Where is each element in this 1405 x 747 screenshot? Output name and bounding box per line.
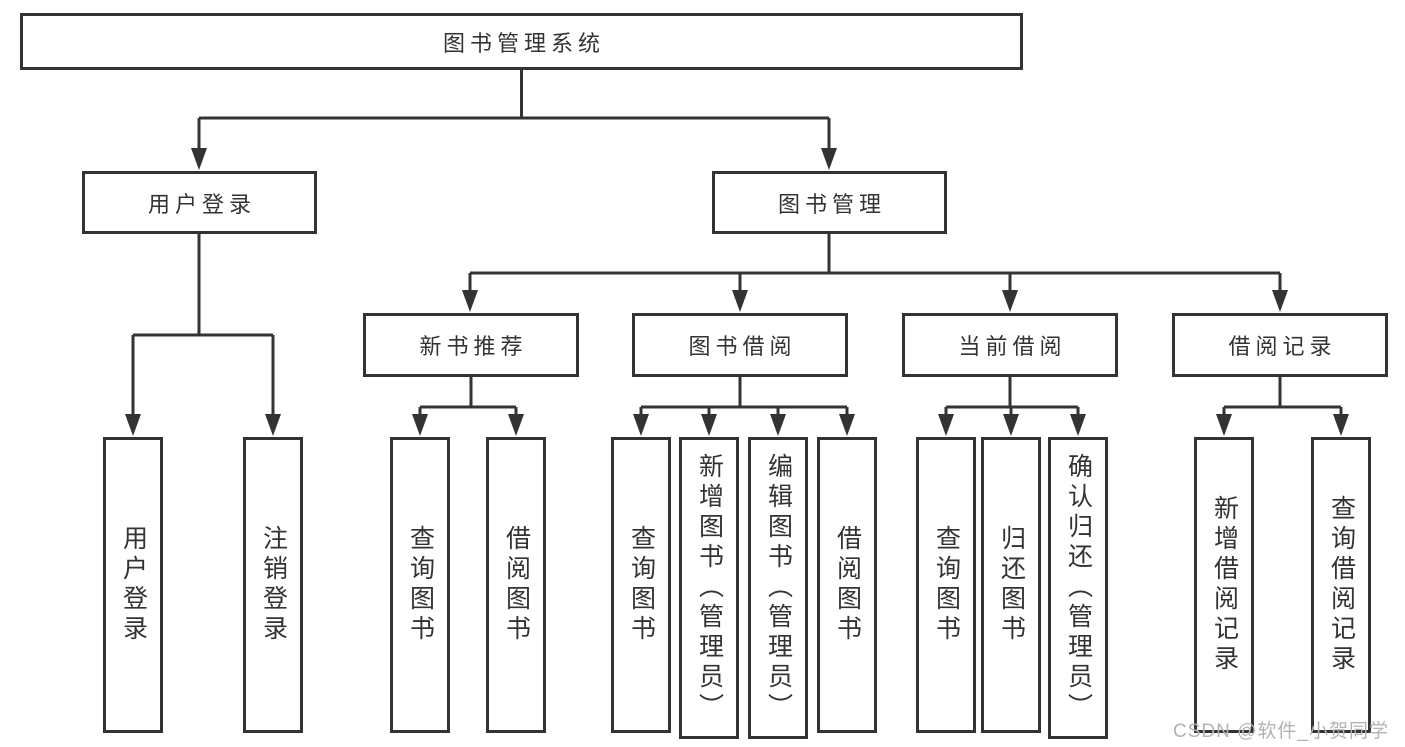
leaf-query-books-1: 查询图书 — [390, 437, 450, 733]
node-new-book-recommend: 新书推荐 — [363, 313, 579, 377]
node-new-book-recommend-label: 新书推荐 — [419, 334, 528, 359]
connector-root-to-level2 — [191, 70, 837, 170]
leaf-add-borrow-record: 新增借阅记录 — [1194, 437, 1254, 733]
connector-new-books-children — [412, 377, 524, 436]
leaf-edit-books-admin-label: 编辑图书（管理员） — [764, 453, 793, 723]
node-user-login: 用户登录 — [82, 171, 317, 234]
node-current-borrowing-label: 当前借阅 — [958, 334, 1067, 359]
leaf-confirm-return-admin: 确认归还（管理员） — [1048, 437, 1108, 739]
node-book-management: 图书管理 — [712, 171, 947, 234]
leaf-edit-books-admin: 编辑图书（管理员） — [748, 437, 808, 739]
connector-book-mgmt-to-modules — [462, 234, 1288, 312]
leaf-add-borrow-record-label: 新增借阅记录 — [1210, 495, 1239, 675]
leaf-query-books-3: 查询图书 — [916, 437, 976, 733]
leaf-borrow-books-2: 借阅图书 — [817, 437, 877, 733]
leaf-return-books-label: 归还图书 — [997, 525, 1026, 645]
leaf-query-borrow-record: 查询借阅记录 — [1311, 437, 1371, 733]
leaf-borrow-books-1: 借阅图书 — [486, 437, 546, 733]
leaf-query-books-2-label: 查询图书 — [627, 525, 656, 645]
node-system-root-label: 图书管理系统 — [442, 30, 605, 56]
node-book-borrowing-label: 图书借阅 — [688, 334, 797, 359]
leaf-logout-label: 注销登录 — [259, 525, 288, 645]
leaf-borrow-books-2-label: 借阅图书 — [833, 525, 862, 645]
leaf-query-books-3-label: 查询图书 — [932, 525, 961, 645]
leaf-logout: 注销登录 — [243, 437, 303, 733]
connector-user-login-children — [125, 234, 281, 436]
leaf-query-books-1-label: 查询图书 — [406, 525, 435, 645]
leaf-query-books-2: 查询图书 — [611, 437, 671, 733]
node-borrow-records-label: 借阅记录 — [1228, 334, 1337, 359]
leaf-add-books-admin: 新增图书（管理员） — [679, 437, 739, 739]
connector-current-borrowing-children — [938, 377, 1086, 436]
node-book-management-label: 图书管理 — [777, 191, 886, 217]
leaf-add-books-admin-label: 新增图书（管理员） — [695, 453, 724, 723]
connector-book-borrowing-children — [633, 377, 855, 436]
node-borrow-records: 借阅记录 — [1172, 313, 1388, 377]
node-user-login-label: 用户登录 — [147, 191, 256, 217]
leaf-user-login: 用户登录 — [103, 437, 163, 733]
node-system-root: 图书管理系统 — [20, 13, 1023, 70]
leaf-return-books: 归还图书 — [981, 437, 1041, 733]
csdn-watermark: CSDN @软件_小贺同学 — [1173, 721, 1389, 742]
connector-borrow-records-children — [1216, 377, 1349, 436]
node-book-borrowing: 图书借阅 — [632, 313, 848, 377]
leaf-query-borrow-record-label: 查询借阅记录 — [1327, 495, 1356, 675]
node-current-borrowing: 当前借阅 — [902, 313, 1118, 377]
leaf-confirm-return-admin-label: 确认归还（管理员） — [1064, 453, 1093, 723]
leaf-user-login-label: 用户登录 — [119, 525, 148, 645]
leaf-borrow-books-1-label: 借阅图书 — [502, 525, 531, 645]
